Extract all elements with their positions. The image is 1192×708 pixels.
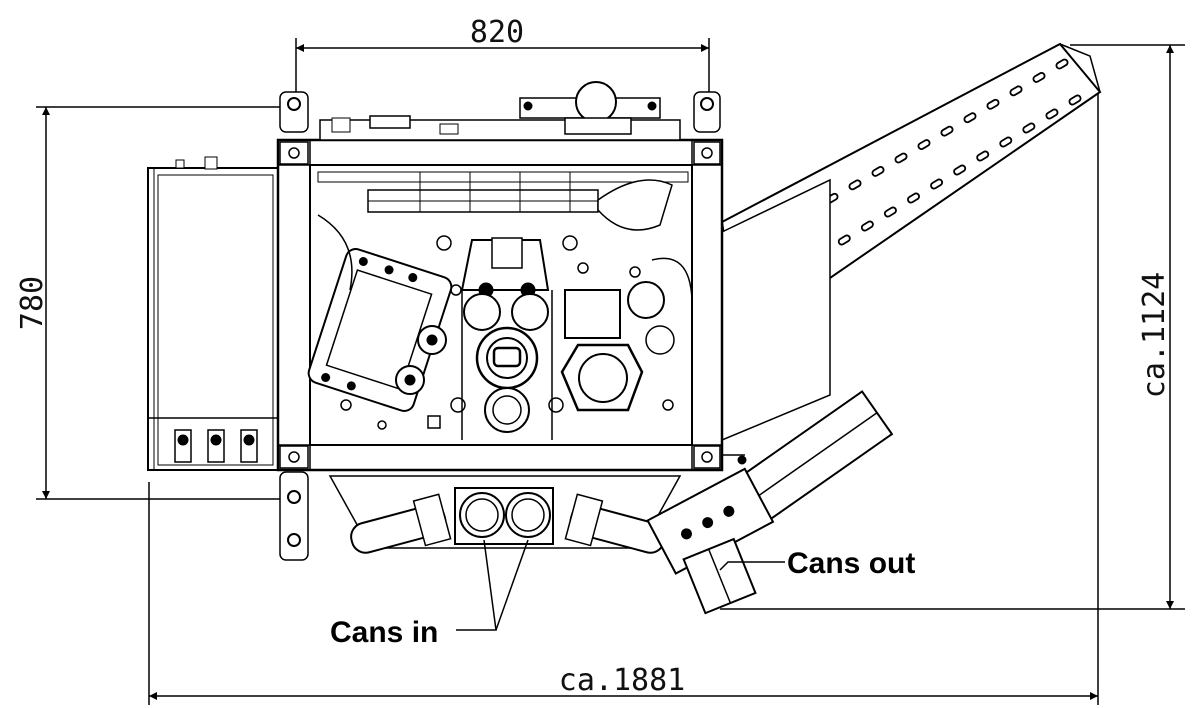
lifting-eye-icon xyxy=(279,91,309,133)
conveyor-slot xyxy=(940,125,954,137)
conveyor-slot xyxy=(999,136,1013,148)
dimension-top xyxy=(295,38,710,100)
conveyor-slot xyxy=(907,192,920,204)
center-turret xyxy=(460,237,553,440)
cans-in-leader xyxy=(456,539,529,631)
seaming-head-right xyxy=(560,257,693,412)
gear-icon xyxy=(395,365,425,395)
dimension-top-value: 820 xyxy=(470,15,524,50)
outfeed-conveyor-arm xyxy=(720,42,1102,442)
conveyor-slot xyxy=(860,220,874,232)
dimension-bottom xyxy=(148,90,1099,705)
conveyor-slot xyxy=(1009,85,1023,97)
corner-post-icon xyxy=(693,445,721,469)
corner-post-icon xyxy=(279,445,309,469)
gear-icon xyxy=(417,325,447,355)
dimension-left xyxy=(36,106,290,500)
dimension-left-value: 780 xyxy=(15,276,50,330)
dimension-right xyxy=(720,44,1185,610)
conveyor-slot xyxy=(837,234,851,246)
conveyor-slot xyxy=(871,166,885,177)
conveyor-slot xyxy=(1022,122,1036,134)
cans-out-leader xyxy=(719,561,785,571)
cable-gland-icon xyxy=(174,429,192,463)
conveyor-slot xyxy=(953,164,967,176)
lifting-eye-icon xyxy=(279,471,309,561)
cable-gland-icon xyxy=(240,429,258,463)
conveyor-slot xyxy=(1032,72,1046,83)
conveyor-slot xyxy=(976,150,990,162)
conveyor-slot xyxy=(917,139,931,150)
lifting-eye-icon xyxy=(693,91,721,133)
dimension-right-value: ca.1124 xyxy=(1137,272,1172,398)
conveyor-slot xyxy=(883,206,897,218)
conveyor-slot xyxy=(1068,94,1082,106)
corner-post-icon xyxy=(279,141,309,165)
pump-icon xyxy=(519,81,661,135)
outfeed-assembly xyxy=(646,390,894,615)
conveyor-slot xyxy=(1045,108,1059,120)
conveyor-slot xyxy=(963,112,977,124)
cable-gland-icon xyxy=(207,429,225,463)
conveyor-slot xyxy=(894,152,908,164)
conveyor-slot xyxy=(986,98,1000,110)
conveyor-slot xyxy=(1055,58,1069,70)
dimension-bottom-value: ca.1881 xyxy=(559,663,685,698)
cans-in-label: Cans in xyxy=(330,616,438,649)
corner-post-icon xyxy=(693,141,721,165)
left-drive-housing xyxy=(147,156,281,471)
cans-out-label: Cans out xyxy=(787,547,915,580)
small-holes xyxy=(340,235,674,430)
infeed-assembly xyxy=(328,475,682,554)
conveyor-slot xyxy=(848,179,862,191)
conveyor-slot xyxy=(930,178,944,190)
